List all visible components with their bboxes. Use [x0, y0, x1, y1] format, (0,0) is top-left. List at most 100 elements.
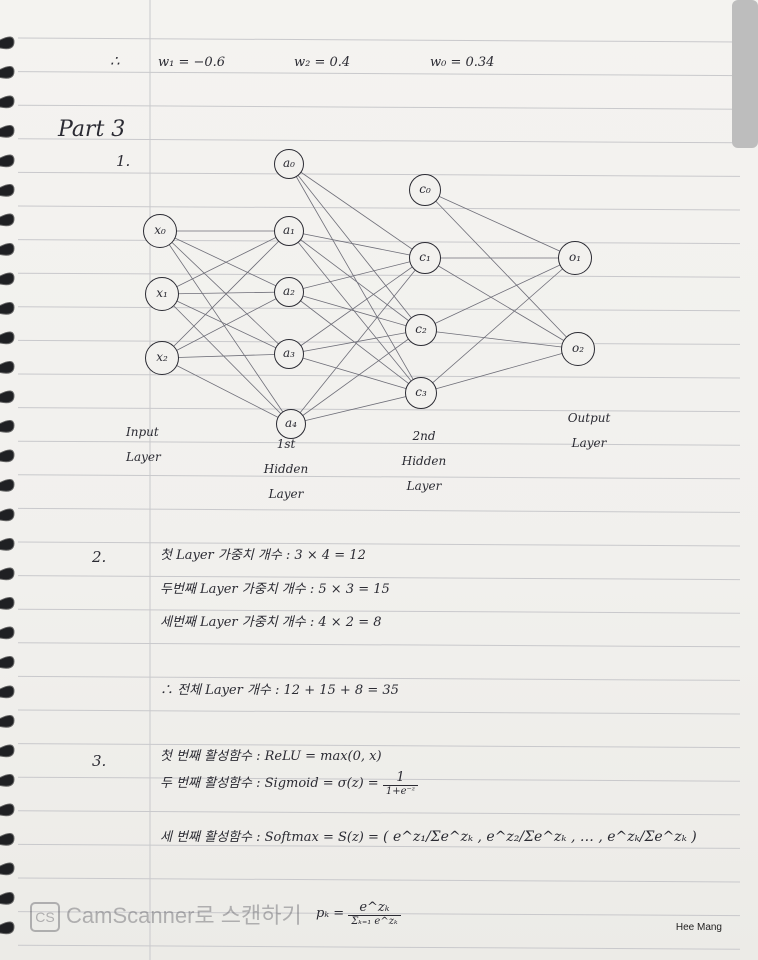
spiral-ring [0, 862, 15, 876]
ruled-line [17, 440, 741, 446]
signature: Hee Mang [675, 922, 722, 933]
layer-label-hidden2: 2nd Hidden Layer [401, 429, 447, 493]
softmax-vector: ( e^z₁/Σe^zₖ , e^z₂/Σe^zₖ , … , e^zₖ/Σe^… [383, 829, 697, 845]
weight-w2: w₂ = 0.4 [294, 55, 351, 70]
spiral-ring [0, 597, 15, 610]
layer-label-input: Input Layer [126, 425, 161, 464]
spiral-ring [0, 508, 15, 522]
network-edge [290, 392, 422, 425]
network-edge [288, 230, 422, 331]
q3-line-1: 첫 번째 활성함수 : ReLU = max(0, x) [160, 749, 382, 764]
node-hidden1-3: a₃ [274, 339, 304, 369]
network-edge [159, 230, 292, 425]
node-input-0: x₀ [143, 214, 177, 248]
ruled-line [17, 675, 741, 681]
spiral-ring [0, 567, 15, 581]
spiral-ring [0, 626, 15, 640]
network-edge [288, 230, 426, 259]
q2-line-3: 세번째 Layer 가중치 개수 : 4 × 2 = 8 [160, 615, 382, 630]
ruled-line [17, 373, 741, 379]
spiral-ring [0, 302, 15, 315]
ruled-line [17, 944, 741, 950]
ruled-line [17, 743, 741, 749]
node-hidden1-2: a₂ [274, 277, 304, 307]
ruled-line [17, 843, 741, 849]
spiral-ring [0, 538, 15, 551]
part-heading: Part 3 [58, 117, 126, 142]
spiral-ring [0, 272, 15, 286]
spiral-binding [0, 36, 15, 935]
network-edge [288, 163, 422, 394]
node-hidden1-1: a₁ [274, 216, 304, 246]
spiral-ring [0, 420, 15, 433]
spiral-ring [0, 449, 15, 463]
ruled-line [17, 339, 741, 345]
network-edge [288, 257, 426, 355]
q2-line-2: 두번째 Layer 가중치 개수 : 5 × 3 = 15 [160, 582, 390, 597]
spiral-ring [0, 833, 15, 846]
network-edge [161, 353, 290, 359]
ruled-line [17, 37, 741, 43]
page-tab [732, 0, 758, 148]
ruled-line [17, 541, 741, 547]
network-edge [288, 329, 422, 355]
node-hidden2-0: c₀ [409, 174, 441, 206]
network-edge [288, 163, 426, 259]
network-edge [420, 257, 576, 331]
pk-numerator: e^zₖ [348, 900, 401, 916]
spiral-ring [0, 125, 15, 138]
sigmoid-denominator: 1+e⁻ᶻ [385, 786, 416, 797]
network-edge [288, 163, 422, 331]
spiral-ring [0, 803, 15, 817]
ruled-line [17, 810, 741, 816]
node-input-1: x₁ [145, 277, 179, 311]
q3-line-3: 세 번째 활성함수 : Softmax = S(z) = ( e^z₁/Σe^z… [160, 826, 697, 845]
network-edge [161, 291, 290, 295]
spiral-ring [0, 95, 15, 109]
q3-softmax-text: 세 번째 활성함수 : Softmax = S(z) = [160, 830, 384, 845]
spiral-ring [0, 390, 15, 404]
sigmoid-numerator: 1 [382, 770, 419, 786]
pk-fraction: e^zₖ Σₖ₌₁ e^zₖ [348, 900, 401, 927]
node-output-1: o₂ [561, 332, 595, 366]
network-edge [420, 329, 579, 350]
spiral-ring [0, 744, 15, 758]
node-hidden1-4: a₄ [276, 409, 306, 439]
network-edge [424, 257, 579, 350]
node-output-0: o₁ [558, 241, 592, 275]
sigmoid-fraction: 1 1+e⁻ᶻ [382, 770, 419, 797]
spiral-ring [0, 656, 15, 669]
network-edge [288, 257, 426, 293]
node-hidden1-0: a₀ [274, 149, 304, 179]
node-hidden2-3: c₃ [405, 377, 437, 409]
ruled-line [17, 608, 741, 614]
ruled-line [17, 205, 741, 211]
network-edge [159, 230, 290, 293]
q3-sigmoid-text: 두 번째 활성함수 : Sigmoid = σ(z) = [160, 776, 383, 791]
q1-number: 1. [116, 152, 131, 170]
q2-line-1: 첫 Layer 가중치 개수 : 3 × 4 = 12 [160, 548, 366, 563]
ruled-line [17, 306, 741, 312]
q2-number: 2. [92, 548, 107, 566]
q2-total: ∴ 전체 Layer 개수 : 12 + 15 + 8 = 35 [160, 683, 399, 698]
ruled-line [17, 71, 741, 77]
pk-denominator: Σₖ₌₁ e^zₖ [351, 916, 398, 927]
ruled-line [17, 239, 741, 245]
spiral-ring [0, 36, 15, 50]
layer-label-output: Output Layer [567, 411, 611, 450]
network-edge [161, 293, 290, 355]
watermark-text: CamScanner로 스캔하기 [66, 903, 302, 928]
network-edge [288, 353, 422, 394]
ruled-line [17, 474, 741, 480]
spiral-ring [0, 66, 15, 79]
softmax-pk: pₖ = e^zₖ Σₖ₌₁ e^zₖ [316, 900, 401, 927]
node-input-2: x₂ [145, 341, 179, 375]
weight-w1: w₁ = −0.6 [158, 55, 226, 70]
network-edge [161, 230, 290, 295]
network-edge [290, 257, 426, 425]
network-edges [159, 163, 579, 425]
spiral-ring [0, 331, 15, 345]
